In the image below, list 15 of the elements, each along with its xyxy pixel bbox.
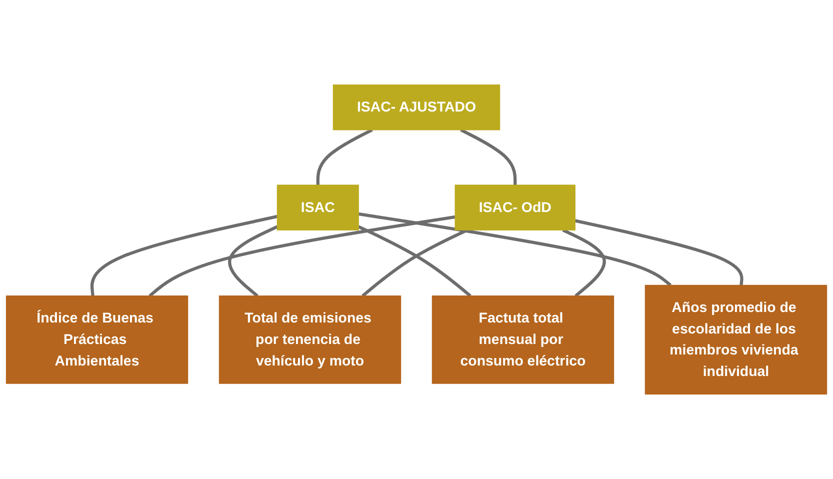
connector [228, 225, 278, 298]
connector [574, 219, 744, 286]
node-box: ISAC- OdD [454, 184, 576, 230]
connector [316, 128, 373, 186]
connector [358, 212, 672, 286]
node-box: ISAC- AJUSTADO [332, 84, 500, 130]
node-box: Total de emisiones por tenencia de vehículo y moto [218, 296, 402, 384]
node-box: ISAC [276, 184, 359, 230]
node-box: Índice de Buenas Prácticas Ambientales [6, 296, 188, 384]
node-box: Factuta total mensual por consumo eléctrico [432, 296, 614, 384]
node-box: Años promedio de escolaridad de los miembros vivienda individual [644, 284, 828, 394]
connector [460, 128, 517, 186]
connector [90, 214, 278, 296]
connector [148, 215, 456, 298]
connector [562, 228, 606, 298]
